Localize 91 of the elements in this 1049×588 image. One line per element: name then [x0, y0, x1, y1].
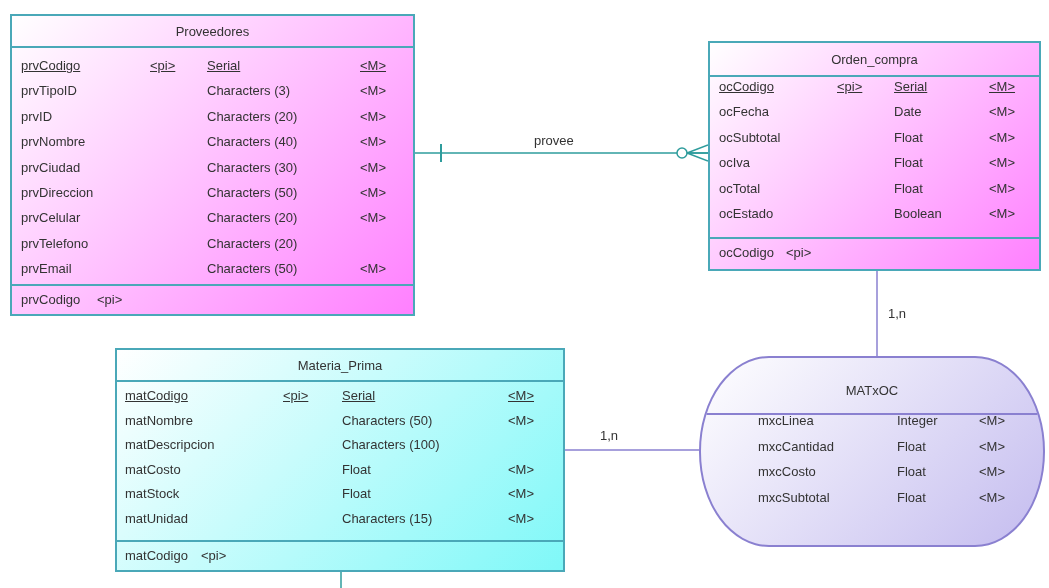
- data-type: Characters (3): [207, 83, 291, 100]
- attribute-name: prvNombre: [21, 134, 86, 151]
- attribute-name: ocTotal: [719, 180, 761, 197]
- identifier-name: matCodigo: [125, 548, 188, 564]
- mandatory-marker: <M>: [508, 461, 534, 478]
- attribute-name: matUnidad: [125, 511, 188, 527]
- attribute-name: ocFecha: [719, 104, 769, 121]
- attribute-name: mxcCosto: [758, 464, 816, 481]
- attribute-name: prvEmail: [21, 261, 72, 278]
- entity-title: Orden_compra: [710, 43, 1039, 77]
- key-marker: <pi>: [786, 245, 812, 261]
- attribute-name: mxcSubtotal: [758, 489, 830, 506]
- data-type: Characters (20): [207, 235, 298, 252]
- mandatory-marker: <M>: [360, 58, 386, 74]
- data-type: Serial: [894, 79, 928, 95]
- mandatory-marker: <M>: [360, 134, 386, 151]
- data-type: Float: [897, 464, 926, 481]
- data-type: Characters (30): [207, 159, 298, 176]
- mandatory-marker: <M>: [508, 412, 534, 429]
- data-type: Float: [894, 180, 923, 197]
- data-type: Integer: [897, 413, 938, 429]
- mandatory-marker: <M>: [360, 261, 386, 278]
- attribute-name: prvID: [21, 108, 53, 125]
- mandatory-marker: <M>: [979, 489, 1005, 506]
- data-type: Serial: [342, 388, 376, 404]
- data-type: Characters (40): [207, 134, 298, 151]
- mandatory-marker: <M>: [979, 438, 1005, 455]
- data-type: Characters (20): [207, 108, 298, 125]
- data-type: Float: [894, 129, 923, 146]
- attribute-name: mxcCantidad: [758, 438, 834, 455]
- data-type: Boolean: [894, 206, 942, 222]
- attribute-name: prvCiudad: [21, 159, 81, 176]
- data-type: Float: [342, 486, 371, 503]
- key-marker: <pi>: [97, 292, 123, 308]
- attribute-name: mxcLinea: [758, 413, 814, 429]
- attribute-name: prvTipoID: [21, 83, 77, 100]
- mandatory-marker: <M>: [360, 83, 386, 100]
- attribute-name: prvCelular: [21, 210, 81, 227]
- key-marker: <pi>: [150, 58, 176, 74]
- attribute-name: ocEstado: [719, 206, 774, 222]
- entity-title: Materia_Prima: [117, 350, 563, 382]
- data-type: Characters (50): [342, 412, 433, 429]
- edge-label: 1,n: [598, 428, 621, 444]
- data-type: Characters (100): [342, 437, 440, 454]
- data-type: Float: [342, 461, 371, 478]
- mandatory-marker: <M>: [989, 129, 1015, 146]
- data-type: Date: [894, 104, 922, 121]
- identifier-name: prvCodigo: [21, 292, 81, 308]
- data-type: Float: [894, 155, 923, 172]
- mandatory-marker: <M>: [989, 79, 1015, 95]
- data-type: Serial: [207, 58, 241, 74]
- key-marker: <pi>: [283, 388, 309, 404]
- attribute-name: matCosto: [125, 461, 181, 478]
- attribute-name: matCodigo: [125, 388, 188, 404]
- mandatory-marker: <M>: [989, 180, 1015, 197]
- entity-box: [708, 41, 1041, 271]
- data-type: Characters (50): [207, 261, 298, 278]
- attribute-name: matNombre: [125, 412, 193, 429]
- attribute-name: prvTelefono: [21, 235, 89, 252]
- mandatory-marker: <M>: [508, 388, 534, 404]
- attribute-name: matDescripcion: [125, 437, 215, 454]
- data-type: Characters (20): [207, 210, 298, 227]
- mandatory-marker: <M>: [979, 413, 1005, 429]
- attribute-name: ocIva: [719, 155, 751, 172]
- mandatory-marker: <M>: [989, 155, 1015, 172]
- mandatory-marker: <M>: [360, 210, 386, 227]
- mandatory-marker: <M>: [989, 206, 1015, 222]
- edge-label: 1,n: [886, 306, 909, 322]
- entity-box: [115, 348, 565, 572]
- mandatory-marker: <M>: [360, 185, 386, 201]
- mandatory-marker: <M>: [360, 159, 386, 176]
- mandatory-marker: <M>: [989, 104, 1015, 121]
- attribute-name: prvCodigo: [21, 58, 81, 74]
- mandatory-marker: <M>: [508, 486, 534, 503]
- data-type: Characters (15): [342, 511, 433, 527]
- mandatory-marker: <M>: [508, 511, 534, 527]
- mandatory-marker: <M>: [360, 108, 386, 125]
- key-marker: <pi>: [837, 79, 863, 95]
- key-marker: <pi>: [201, 548, 227, 564]
- entity-title: Proveedores: [12, 16, 413, 48]
- data-type: Characters (50): [207, 185, 298, 201]
- identifier-name: ocCodigo: [719, 245, 774, 261]
- attribute-name: matStock: [125, 486, 180, 503]
- entity-box: [10, 14, 415, 316]
- mandatory-marker: <M>: [979, 464, 1005, 481]
- attribute-name: ocSubtotal: [719, 129, 781, 146]
- data-type: Float: [897, 489, 926, 506]
- attribute-name: prvDireccion: [21, 185, 94, 201]
- attribute-name: ocCodigo: [719, 79, 774, 95]
- entity-title: MATxOC: [701, 358, 1043, 415]
- data-type: Float: [897, 438, 926, 455]
